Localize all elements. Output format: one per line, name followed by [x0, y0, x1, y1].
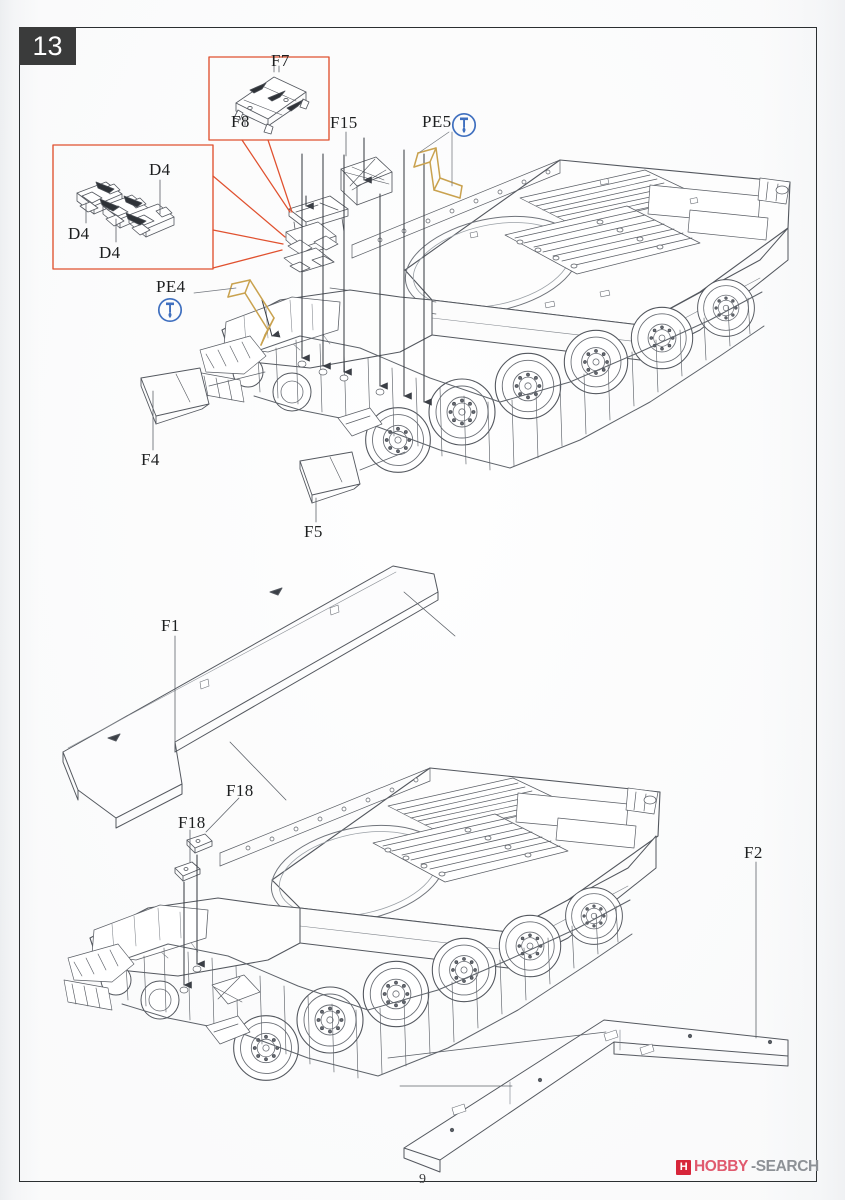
part-label-d4-left: D4: [68, 224, 90, 243]
step-number-badge: 13: [19, 27, 76, 65]
part-label-f2: F2: [744, 843, 763, 862]
part-label-f18-upper: F18: [226, 781, 254, 800]
part-label-f18-lower: F18: [178, 813, 206, 832]
part-label-d4-top: D4: [149, 160, 171, 179]
page-border-frame: [19, 27, 817, 1182]
part-label-pe4: PE4: [156, 277, 186, 296]
pe5-bend-tool-icon: [451, 112, 477, 138]
part-label-f15: F15: [330, 113, 358, 132]
part-label-f1: F1: [161, 616, 180, 635]
hobby-search-logo-icon: H: [676, 1159, 691, 1175]
watermark-brand-first: HOBBY: [694, 1158, 748, 1175]
hobby-search-watermark: H HOBBY-SEARCH: [676, 1158, 819, 1176]
part-label-f8: F8: [231, 112, 250, 131]
watermark-brand-second: -SEARCH: [750, 1158, 819, 1175]
part-label-f5: F5: [304, 522, 323, 541]
part-label-f7: F7: [271, 51, 290, 70]
part-label-pe5: PE5: [422, 112, 452, 131]
part-label-d4-middle: D4: [99, 243, 121, 262]
part-label-f4: F4: [141, 450, 160, 469]
page-number: 9: [419, 1172, 426, 1187]
pe4-bend-tool-icon: [157, 297, 183, 323]
